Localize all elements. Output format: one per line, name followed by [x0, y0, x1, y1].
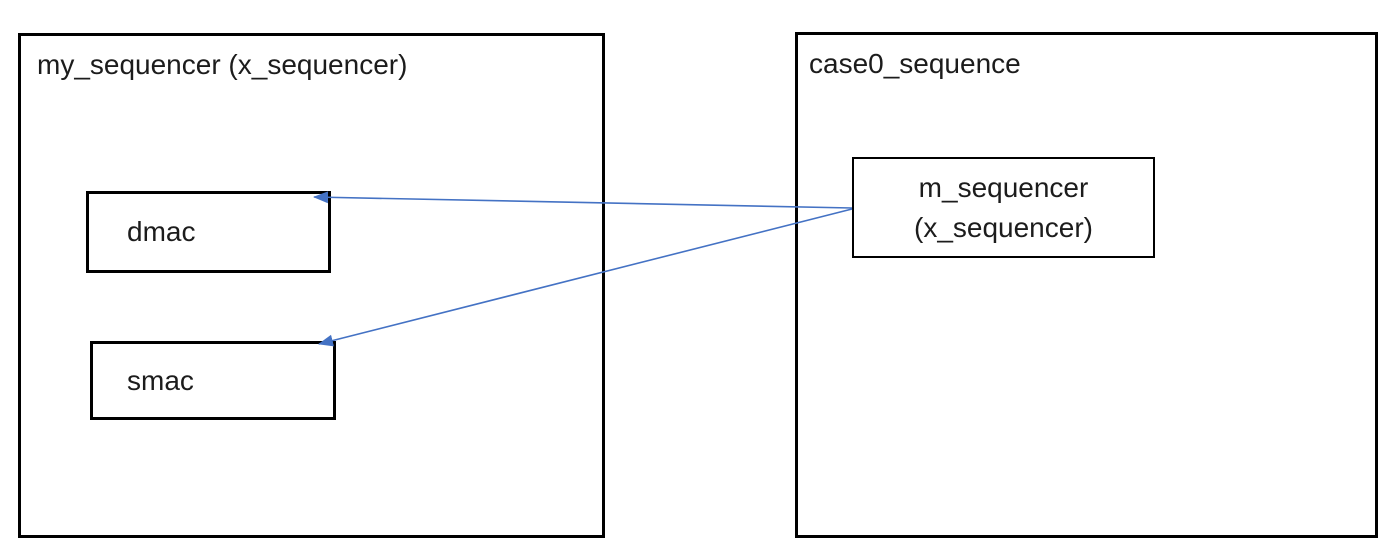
container-my-sequencer: my_sequencer (x_sequencer) dmac smac — [18, 33, 605, 538]
node-m-sequencer-label-line1: m_sequencer — [918, 171, 1089, 203]
container-case0-sequence: case0_sequence — [795, 32, 1378, 538]
node-dmac: dmac — [86, 191, 331, 273]
node-m-sequencer: m_sequencer (x_sequencer) — [852, 157, 1155, 258]
node-smac-label: smac — [127, 364, 194, 396]
container-my-sequencer-title: my_sequencer (x_sequencer) — [37, 49, 408, 80]
node-smac: smac — [90, 341, 336, 420]
container-case0-sequence-title: case0_sequence — [809, 48, 1021, 79]
node-dmac-label: dmac — [127, 216, 196, 247]
node-m-sequencer-label-line2: (x_sequencer) — [914, 211, 1093, 243]
